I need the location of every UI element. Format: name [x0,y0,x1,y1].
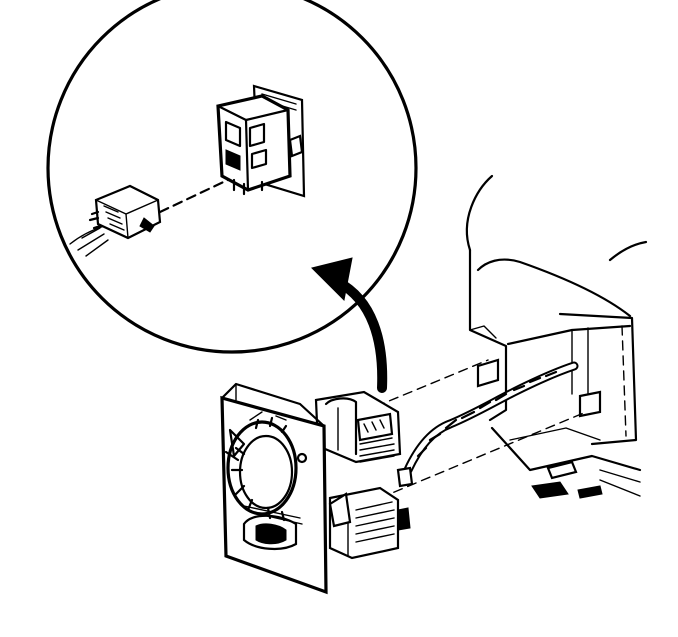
release-arrow [311,257,388,393]
alignment-line-detail [158,176,234,214]
switch-socket [216,84,306,198]
dashboard-bracket [465,174,648,499]
detail-circle [46,0,418,354]
alignment-lines-main [347,359,587,499]
control-head [220,382,414,595]
wiring-harness [403,361,579,475]
connector-plug [69,184,162,257]
